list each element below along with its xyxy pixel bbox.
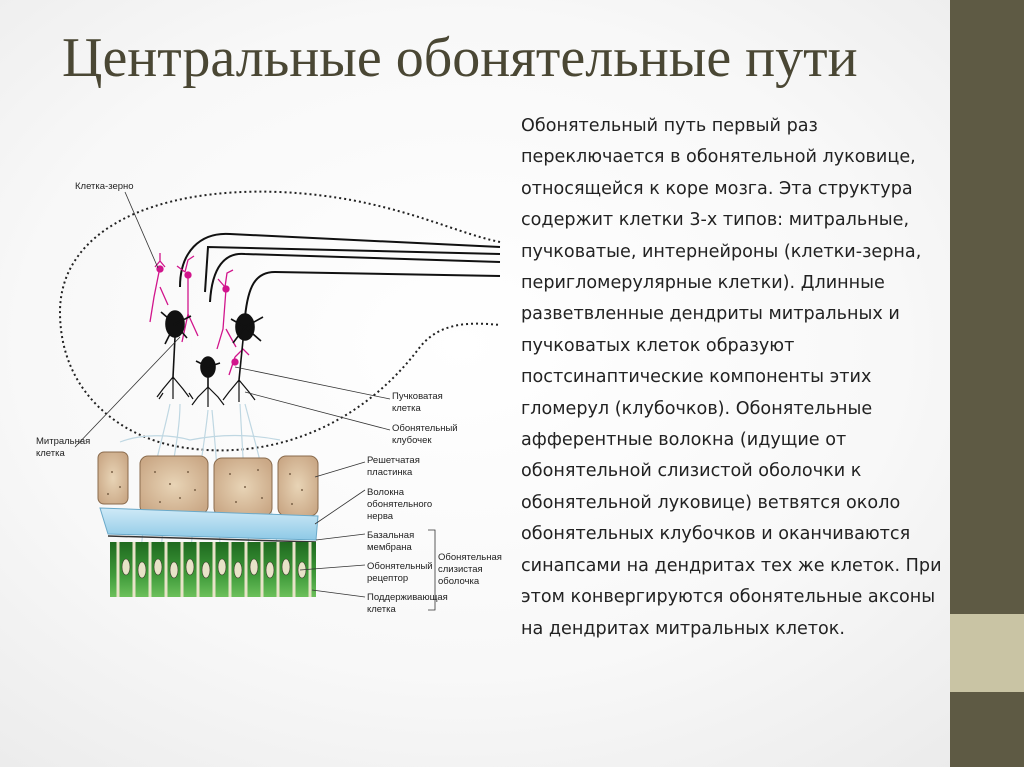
basal-membrane (107, 535, 317, 543)
axon-tract (179, 232, 501, 318)
label-olfactory-mucosa-2: слизистая (438, 564, 483, 575)
label-olfactory-mucosa: Обонятельная (438, 552, 502, 563)
cribriform-plate (97, 451, 319, 517)
label-cribriform-plate-2: пластинка (367, 467, 413, 478)
label-glomerulus-2: клубочек (392, 435, 432, 446)
label-granule-cell: Клетка-зерно (75, 181, 134, 192)
label-supporting-cell: Поддерживающая (367, 592, 448, 603)
label-basal-membrane-2: мембрана (367, 542, 412, 553)
label-tufted-cell-2: клетка (392, 403, 421, 414)
label-olfactory-mucosa-3: оболочка (438, 576, 480, 587)
leader-lines (74, 191, 436, 611)
slide-title: Центральные обонятельные пути (62, 27, 858, 89)
label-glomerulus: Обонятельный (392, 423, 458, 434)
label-nerve-fibers-3: нерва (367, 511, 394, 522)
label-cribriform-plate: Решетчатая (367, 455, 420, 466)
label-tufted-cell: Пучковатая (392, 391, 443, 402)
label-supporting-cell-2: клетка (367, 604, 396, 615)
label-nerve-fibers: Волокна (367, 487, 405, 498)
glomeruli (156, 376, 256, 407)
slide-body-text: Обонятельный путь первый раз переключает… (521, 116, 942, 639)
label-mitral-cell-2: клетка (36, 448, 65, 459)
label-olfactory-receptor-2: рецептор (367, 573, 408, 584)
label-mitral-cell: Митральная (36, 436, 90, 447)
olfactory-epithelium (110, 542, 316, 597)
label-olfactory-receptor: Обонятельный (367, 561, 433, 572)
olfactory-bulb-outline (58, 190, 501, 452)
olfactory-pathway-diagram: Клетка-зерно Митральная клетка Пучковата… (36, 181, 502, 615)
mitral-tufted-cells (160, 310, 264, 387)
granule-cells (149, 253, 250, 376)
decorative-side-accent (950, 614, 1024, 692)
label-basal-membrane: Базальная (367, 530, 414, 541)
label-nerve-fibers-2: обонятельного (367, 499, 432, 510)
